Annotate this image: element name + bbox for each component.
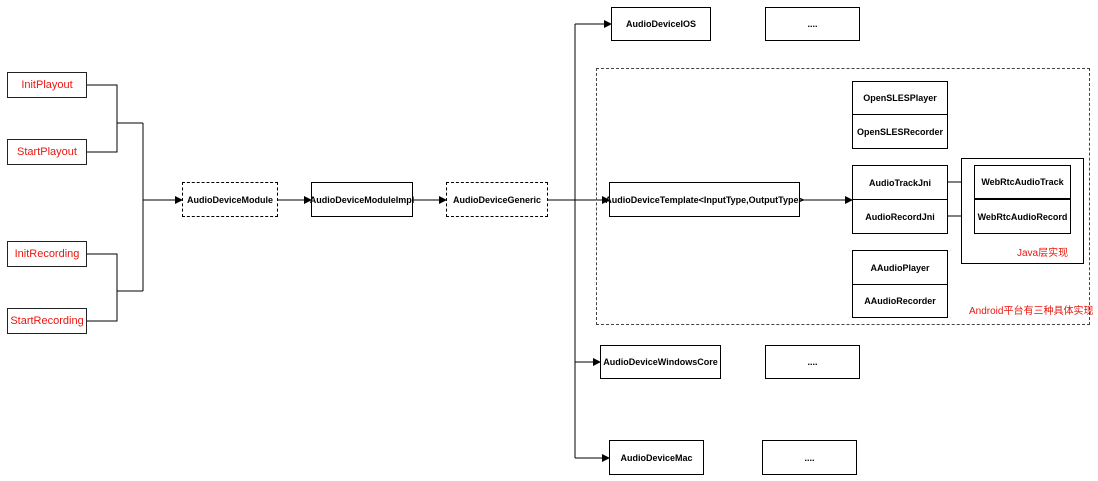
start-playout-box: StartPlayout xyxy=(7,139,87,165)
line-initrecording xyxy=(87,253,118,291)
audio-device-module-box: AudioDeviceModule xyxy=(182,182,278,217)
webrtc-audio-track-box: WebRtcAudioTrack xyxy=(974,165,1071,199)
mac-more-box: .... xyxy=(762,440,857,475)
android-region-label: Android平台有三种具体实现 xyxy=(969,306,1094,317)
line-startplayout xyxy=(87,123,118,153)
start-recording-box: StartRecording xyxy=(7,308,87,334)
audio-record-jni-box: AudioRecordJni xyxy=(852,199,948,234)
init-playout-box: InitPlayout xyxy=(7,72,87,98)
windows-more-box: .... xyxy=(765,345,860,379)
aaudio-recorder-box: AAudioRecorder xyxy=(852,284,948,318)
line-startrecording xyxy=(87,291,118,322)
audio-device-windows-core-box: AudioDeviceWindowsCore xyxy=(600,345,721,379)
audio-device-template-box: AudioDeviceTemplate<InputType,OutputType… xyxy=(605,182,804,217)
audio-device-generic-box: AudioDeviceGeneric xyxy=(446,182,548,217)
ios-more-box: .... xyxy=(765,7,860,41)
audio-track-jni-box: AudioTrackJni xyxy=(852,165,948,200)
aaudio-player-box: AAudioPlayer xyxy=(852,250,948,285)
init-recording-box: InitRecording xyxy=(7,241,87,267)
java-layer-label: Java层实现 xyxy=(1017,248,1069,259)
line-initplayout xyxy=(87,84,118,123)
audio-device-ios-box: AudioDeviceIOS xyxy=(611,7,711,41)
audio-device-module-impl-box: AudioDeviceModuleImpl xyxy=(310,182,414,217)
webrtc-audio-record-box: WebRtcAudioRecord xyxy=(974,199,1071,234)
audio-device-mac-box: AudioDeviceMac xyxy=(609,440,704,475)
opensles-recorder-box: OpenSLESRecorder xyxy=(852,114,948,149)
android-region xyxy=(596,68,1090,325)
opensles-player-box: OpenSLESPlayer xyxy=(852,81,948,115)
